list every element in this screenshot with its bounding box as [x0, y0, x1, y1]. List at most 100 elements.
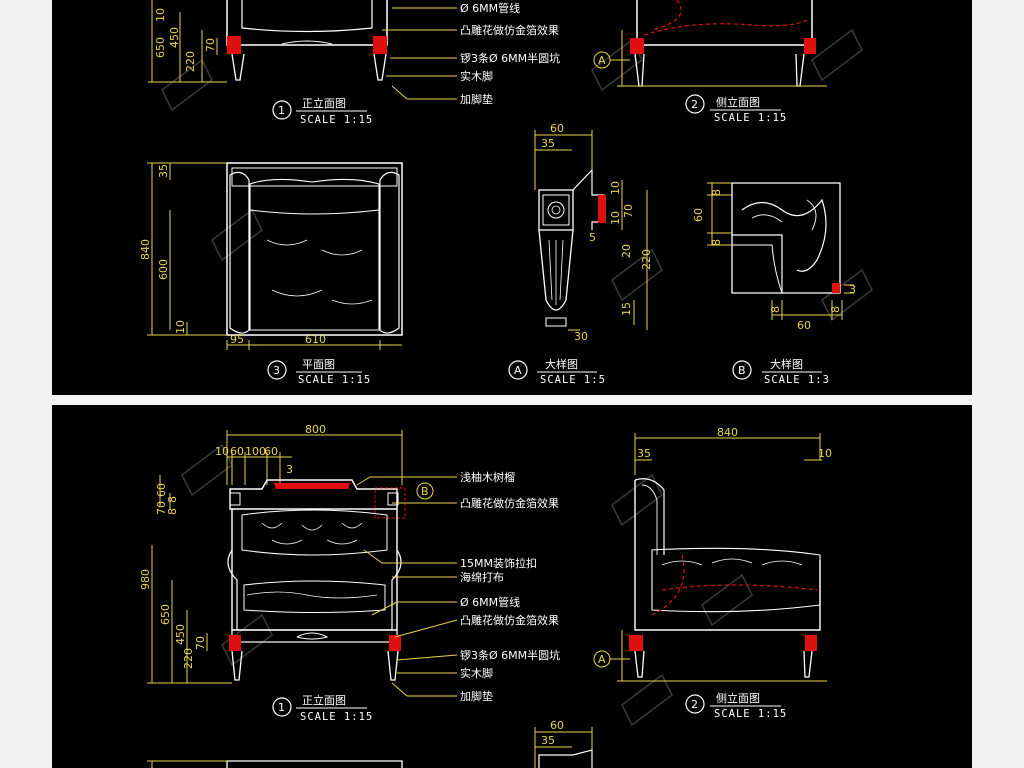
front-left-70: 70	[155, 501, 168, 515]
marker-b-label: B	[421, 485, 429, 498]
dim-450: 450	[168, 27, 181, 48]
detail-a-dim-10a: 10	[609, 181, 622, 195]
view-number: 1	[278, 104, 285, 117]
callout-carving: 凸雕花做仿金箔效果	[460, 613, 559, 627]
detail-a-dim-60: 60	[550, 122, 564, 135]
callout-button: 15MM装饰拉扣	[460, 556, 537, 570]
view-scale-2: SCALE 1:15	[714, 708, 787, 720]
detail-b-dim-b8b: 8	[829, 306, 842, 313]
plan-dim-610: 610	[305, 333, 326, 346]
callout-solid-leg: 实木脚	[460, 69, 493, 83]
dim-650: 650	[154, 37, 167, 58]
detail-a-dim-220: 220	[640, 249, 653, 270]
watermark	[161, 28, 873, 322]
front-dim-60b: 60	[264, 445, 278, 458]
detail-b-dim-8b: 8	[710, 239, 723, 246]
callout-pipe: Ø 6MM管线	[460, 1, 520, 15]
view-title-2: 侧立面图	[716, 95, 760, 109]
cad-sheet-top: 10 450 70 220 650 Ø 6MM管线 凸雕花做仿金箔效果 锣3条Ø…	[52, 0, 972, 395]
view-number-2: 2	[691, 698, 698, 711]
callout-grooves: 锣3条Ø 6MM半圆坑	[460, 51, 560, 65]
view-title-3: 平面图	[302, 358, 335, 371]
leg-left	[231, 53, 245, 81]
plan-view: 35 840 600 10 95 610 3 平面图 SCALE 1:15	[139, 162, 403, 386]
view-number: 1	[278, 701, 285, 714]
detail-a: 60 35 10 70 10 5 20 220 15 30 A 大样图 SCAL…	[508, 122, 653, 386]
front-left-220: 220	[182, 648, 195, 669]
detail-a-dim-15: 15	[620, 302, 633, 316]
hidden-frame	[651, 554, 818, 616]
callout-foot-pad: 加脚垫	[460, 92, 493, 106]
view-number-3: 3	[273, 364, 280, 377]
callout-carving-top: 凸雕花做仿金箔效果	[460, 496, 559, 510]
view-title: 正立面图	[302, 693, 346, 707]
detail-b: 8 60 8 8 8 60 3 B 大样图 SCALE 1:3	[692, 182, 856, 386]
callout-solid-leg: 实木脚	[460, 666, 493, 680]
gilded-carving-right	[373, 36, 387, 54]
callout-carving: 凸雕花做仿金箔效果	[460, 23, 559, 37]
cad-drawing-bottom: 800 10 60 100 60 3	[139, 423, 832, 768]
plan-dim-10: 10	[174, 320, 187, 334]
detail-b-title: 大样图	[770, 357, 803, 371]
front-left-980: 980	[139, 569, 152, 590]
marker-a-label: A	[598, 54, 606, 67]
front-dim-800: 800	[305, 423, 326, 436]
detail-a-dim-70: 70	[622, 204, 635, 218]
detail-a-dim-20: 20	[620, 244, 633, 258]
detail-dim-35: 35	[541, 734, 555, 747]
detail-b-dim-b8a: 8	[769, 306, 782, 313]
plan-dim-95: 95	[230, 333, 244, 346]
veneer-strip	[274, 483, 350, 489]
front-left-8b: 8	[166, 508, 179, 515]
cad-drawing-top: 10 450 70 220 650 Ø 6MM管线 凸雕花做仿金箔效果 锣3条Ø…	[139, 0, 873, 386]
detail-dim-60: 60	[550, 719, 564, 732]
side-elevation: A 2 侧立面图 SCALE 1:15	[593, 0, 827, 124]
cut-off-views: 60 35	[147, 719, 593, 768]
detail-b-dim-8a: 8	[710, 189, 723, 196]
view-title-2: 侧立面图	[716, 691, 760, 705]
leg-right	[373, 53, 387, 81]
detail-b-number: B	[738, 364, 746, 377]
side-elevation: 840 35 10 A 2 侧立面图	[593, 426, 832, 720]
detail-a-dim-35: 35	[541, 137, 555, 150]
detail-a-dim-10b: 10	[609, 211, 622, 225]
front-left-60: 60	[155, 483, 168, 497]
view-scale: SCALE 1:15	[300, 711, 373, 723]
side-dim-840: 840	[717, 426, 738, 439]
side-dim-35: 35	[637, 447, 651, 460]
detail-b-dim-60: 60	[692, 208, 705, 222]
callout-sponge: 海绵打布	[460, 570, 504, 584]
view-number-circle	[272, 100, 292, 120]
gilded-carving-left	[227, 36, 241, 54]
front-left-450: 450	[174, 624, 187, 645]
side-dim-10: 10	[818, 447, 832, 460]
apron-carving	[296, 632, 329, 640]
front-dim-10: 10	[215, 445, 229, 458]
detail-a-scale: SCALE 1:5	[540, 374, 606, 386]
front-dim-60a: 60	[230, 445, 244, 458]
dim-top-cut: 10	[154, 8, 167, 22]
detail-b-dim-b60: 60	[797, 319, 811, 332]
detail-a-title: 大样图	[545, 357, 578, 371]
front-left-70b: 70	[194, 636, 207, 650]
view-title: 正立面图	[302, 96, 346, 110]
plan-dim-840: 840	[139, 239, 152, 260]
view-scale-3: SCALE 1:15	[298, 374, 371, 386]
detail-a-number: A	[514, 364, 522, 377]
detail-b-scale: SCALE 1:3	[764, 374, 830, 386]
watermark	[181, 443, 753, 727]
front-left-650: 650	[159, 604, 172, 625]
dim-70: 70	[204, 38, 217, 52]
callout-grooves: 锣3条Ø 6MM半圆坑	[460, 648, 560, 662]
marker-b	[416, 482, 434, 500]
view-number-2: 2	[691, 98, 698, 111]
view-scale-2: SCALE 1:15	[714, 112, 787, 124]
cad-sheet-bottom: 800 10 60 100 60 3	[52, 405, 972, 768]
dim-220: 220	[184, 51, 197, 72]
marker-a-label: A	[598, 653, 606, 666]
callout-pipe: Ø 6MM管线	[460, 595, 520, 609]
callout-foot-pad: 加脚垫	[460, 689, 493, 703]
detail-a-dim-5: 5	[589, 231, 596, 244]
view-scale: SCALE 1:15	[300, 114, 373, 126]
